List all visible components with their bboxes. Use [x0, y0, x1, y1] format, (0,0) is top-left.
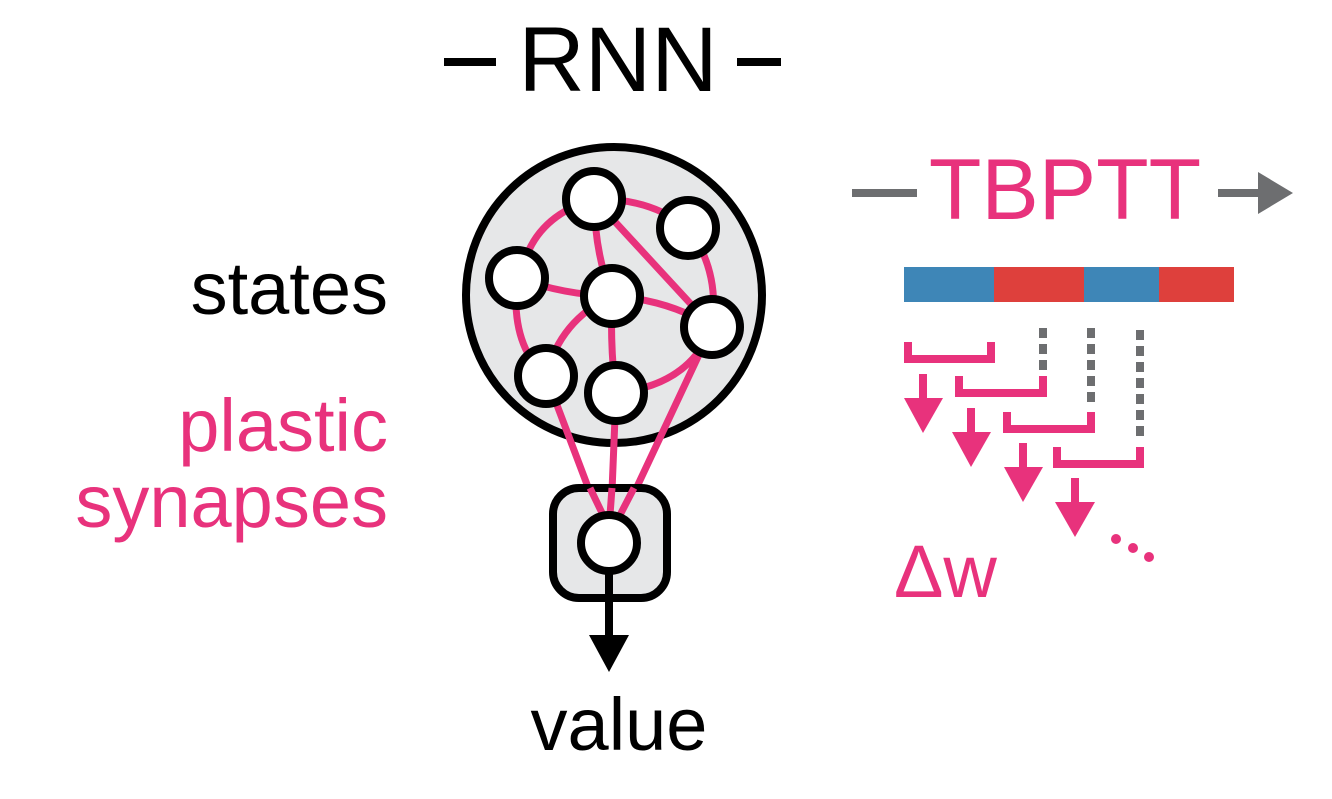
readout-synapses	[586, 486, 638, 517]
update-arrow-shaft	[967, 408, 975, 438]
neuron	[580, 264, 644, 328]
title-group: RNN	[444, 9, 781, 111]
dot	[1111, 534, 1121, 544]
output-arrow-head-icon	[589, 635, 629, 672]
update-arrow-icon	[1055, 502, 1095, 537]
dot	[1144, 552, 1154, 562]
recurrent-network	[462, 143, 766, 544]
window-bracket	[955, 376, 1047, 397]
update-arrow-icon	[952, 432, 991, 467]
neuron	[656, 196, 720, 260]
segment-blue	[1084, 267, 1159, 302]
tbptt-group: TBPTT	[852, 142, 1293, 613]
neuron	[485, 246, 549, 310]
update-arrow-shaft	[1071, 478, 1079, 508]
gradient-windows	[904, 342, 1144, 468]
window-bracket	[904, 342, 995, 363]
title-right-dash	[737, 58, 781, 66]
dot	[1128, 543, 1138, 553]
synapses-label: synapses	[75, 460, 388, 543]
window-bracket	[1003, 412, 1095, 433]
update-arrows	[904, 374, 1095, 537]
title-left-dash	[444, 58, 496, 66]
segment-red	[994, 267, 1084, 302]
time-arrow-right-shaft	[1218, 189, 1263, 197]
neuron	[562, 167, 626, 231]
output-module	[549, 484, 671, 672]
update-arrow-icon	[904, 398, 943, 433]
update-arrow-icon	[1004, 467, 1043, 502]
update-arrow-shaft	[919, 374, 927, 404]
time-arrow-left-dash	[852, 189, 917, 197]
output-neuron	[577, 511, 641, 575]
neuron	[680, 295, 744, 359]
truncation-dashes	[1039, 328, 1144, 437]
segment-red	[1159, 267, 1234, 302]
neuron	[514, 344, 578, 408]
ellipsis-dots	[1111, 534, 1154, 562]
neuron	[584, 361, 648, 425]
recurrent-units	[485, 167, 744, 425]
states-label: states	[191, 247, 388, 330]
time-arrow-head-icon	[1258, 172, 1293, 214]
update-arrow-shaft	[1019, 443, 1027, 473]
sequence-bar	[904, 267, 1234, 302]
tbptt-label: TBPTT	[929, 142, 1201, 238]
title-text: RNN	[518, 9, 717, 111]
plastic-label: plastic	[178, 384, 388, 467]
delta-w-label: Δw	[894, 530, 997, 613]
segment-blue	[904, 267, 994, 302]
window-bracket	[1053, 447, 1144, 468]
value-label: value	[531, 683, 708, 766]
